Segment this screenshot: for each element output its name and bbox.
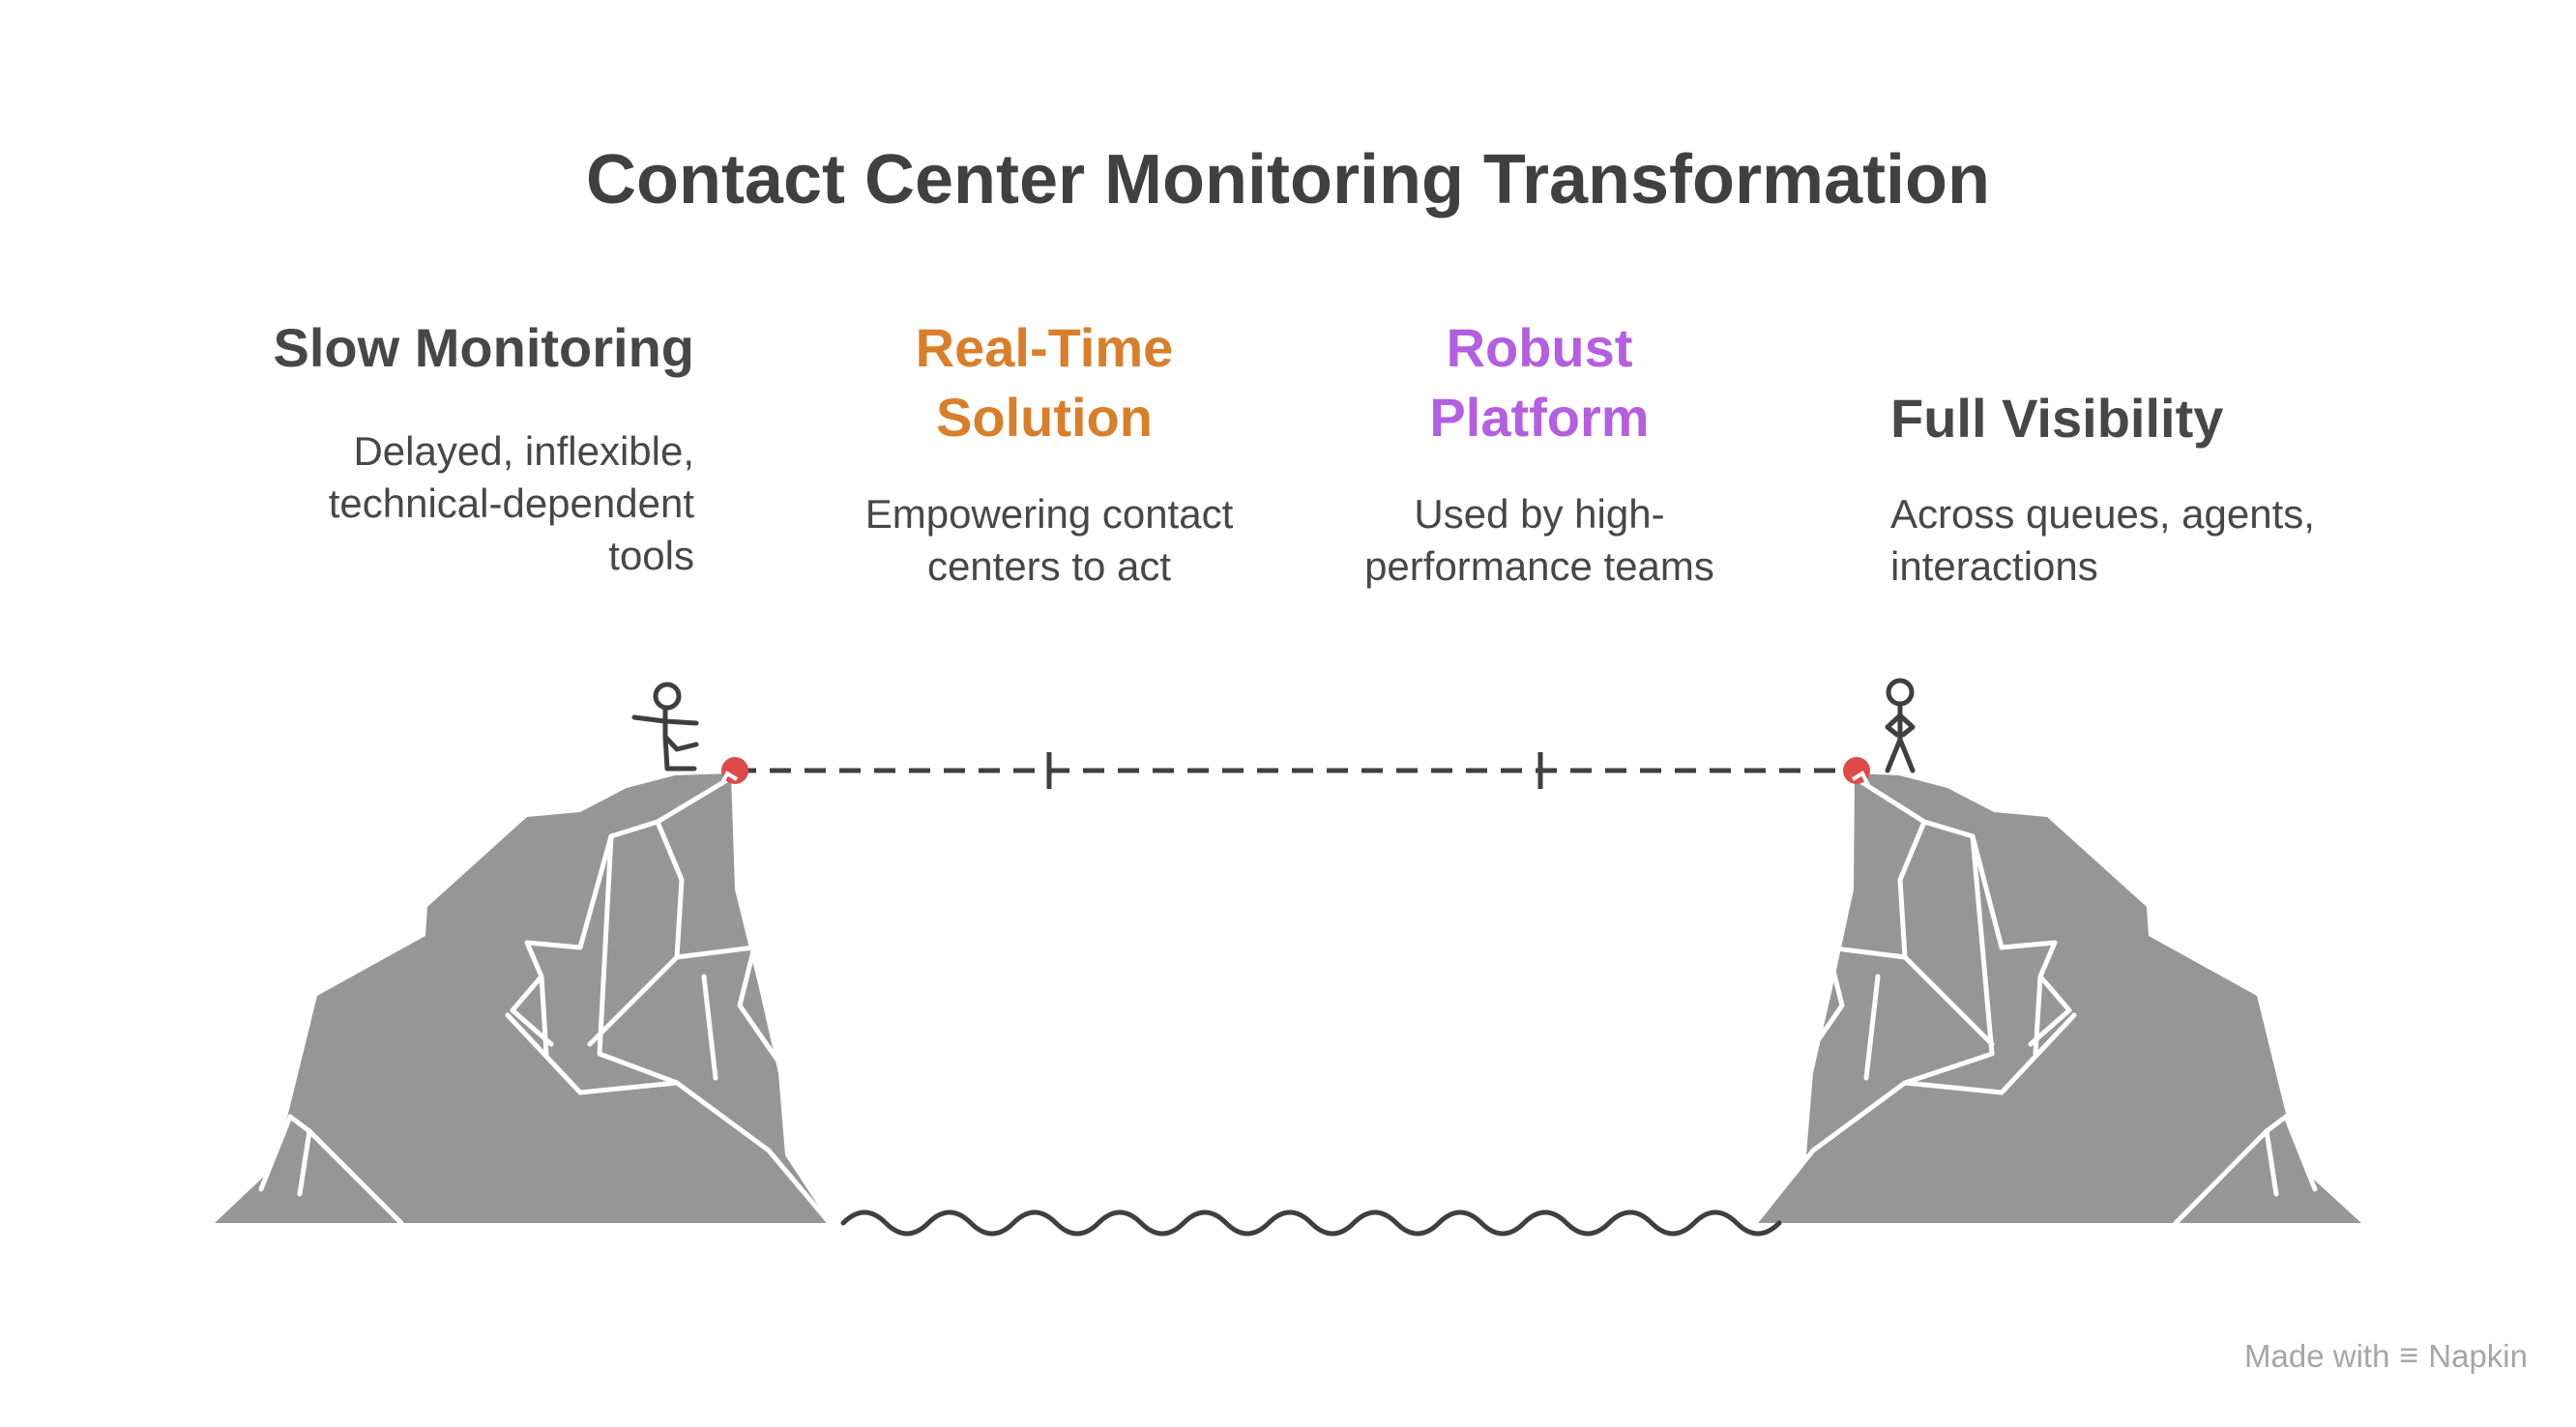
stage-2-description: Empowering contact centers to act <box>864 491 1234 589</box>
start-point-icon <box>721 757 748 784</box>
napkin-watermark: Made with ≡ Napkin <box>2244 1337 2528 1375</box>
diagram-title: Contact Center Monitoring Transformation <box>585 141 1991 218</box>
stage-1-description: Delayed, inflexible, technical-dependent… <box>328 428 694 578</box>
start-hook-icon <box>719 771 739 786</box>
made-with-label: Made with <box>2244 1337 2390 1374</box>
right-cliff <box>1752 773 2361 1226</box>
stage-3-description: Used by high-performance teams <box>1364 491 1714 589</box>
end-hook-icon <box>1851 771 1870 786</box>
stage-1-title: Slow Monitoring <box>273 317 694 378</box>
walking-person-icon <box>631 682 699 772</box>
standing-person-icon <box>1885 678 1916 773</box>
napkin-logo-icon: ≡ <box>2399 1337 2419 1374</box>
stage-4-title: Full Visibility <box>1890 388 2224 449</box>
napkin-brand-label: Napkin <box>2428 1337 2528 1374</box>
left-cliff <box>215 773 833 1226</box>
stage-3-title: Robust Platform <box>1429 317 1650 448</box>
stage-4-description: Across queues, agents, interactions <box>1890 491 2315 589</box>
water-waves <box>840 1209 1782 1237</box>
stage-2-title: Real-Time Solution <box>915 317 1174 448</box>
